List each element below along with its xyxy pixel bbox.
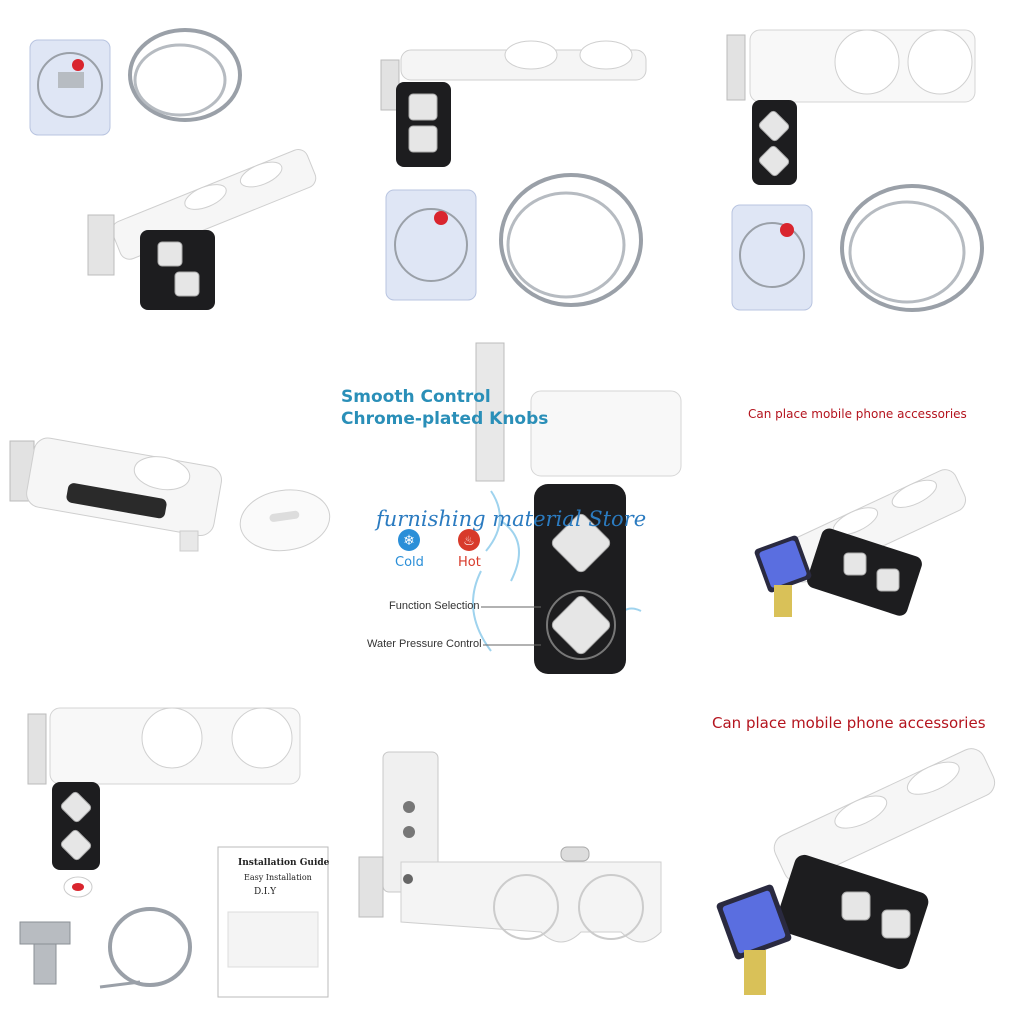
front-view-with-kit: Installation Guide Easy Installation D.I… (0, 682, 341, 1024)
angle-view-with-hoses (341, 0, 682, 341)
function-selection-label: Function Selection (389, 600, 480, 612)
hot-label: Hot (458, 555, 481, 570)
store-watermark: furnishing material Store (376, 507, 647, 531)
exploded-cover-view (0, 341, 341, 682)
kit-overview (0, 0, 341, 341)
angle-view-illustration (380, 40, 647, 307)
phone-holder-large: Can place mobile phone accessories (682, 682, 1024, 1024)
cold-label: Cold (395, 555, 424, 570)
snowflake-icon (398, 529, 420, 551)
headline-line2: Chrome-plated Knobs (341, 409, 549, 429)
underside-illustration (358, 751, 662, 943)
water-pressure-label: Water Pressure Control (367, 638, 482, 650)
kit-overview-illustration (29, 28, 317, 310)
guide-diy: D.I.Y (254, 887, 277, 897)
headline-line1: Smooth Control (341, 387, 491, 407)
phone-holder-small-illustration (754, 469, 967, 617)
exploded-view-illustration (9, 437, 331, 552)
svg-text:❄: ❄ (403, 533, 415, 549)
guide-subtitle: Easy Installation (244, 873, 312, 882)
svg-text:♨: ♨ (463, 534, 475, 549)
front-view-illustration (19, 707, 329, 998)
knob-control-feature: ❄ ♨ Smooth Control Chrome-plated Knobs f… (341, 341, 682, 682)
phone-caption-small: Can place mobile phone accessories (748, 407, 967, 421)
guide-title: Installation Guide (238, 858, 330, 868)
underside-view (341, 682, 682, 1024)
phone-holder-small: Can place mobile phone accessories (682, 341, 1024, 682)
top-view-with-hoses (682, 0, 1024, 341)
phone-caption-large: Can place mobile phone accessories (712, 714, 986, 732)
knob-feature-illustration: ❄ ♨ (398, 342, 682, 674)
phone-holder-large-illustration (716, 748, 996, 995)
top-view-illustration (726, 29, 984, 312)
flame-icon (458, 529, 480, 551)
